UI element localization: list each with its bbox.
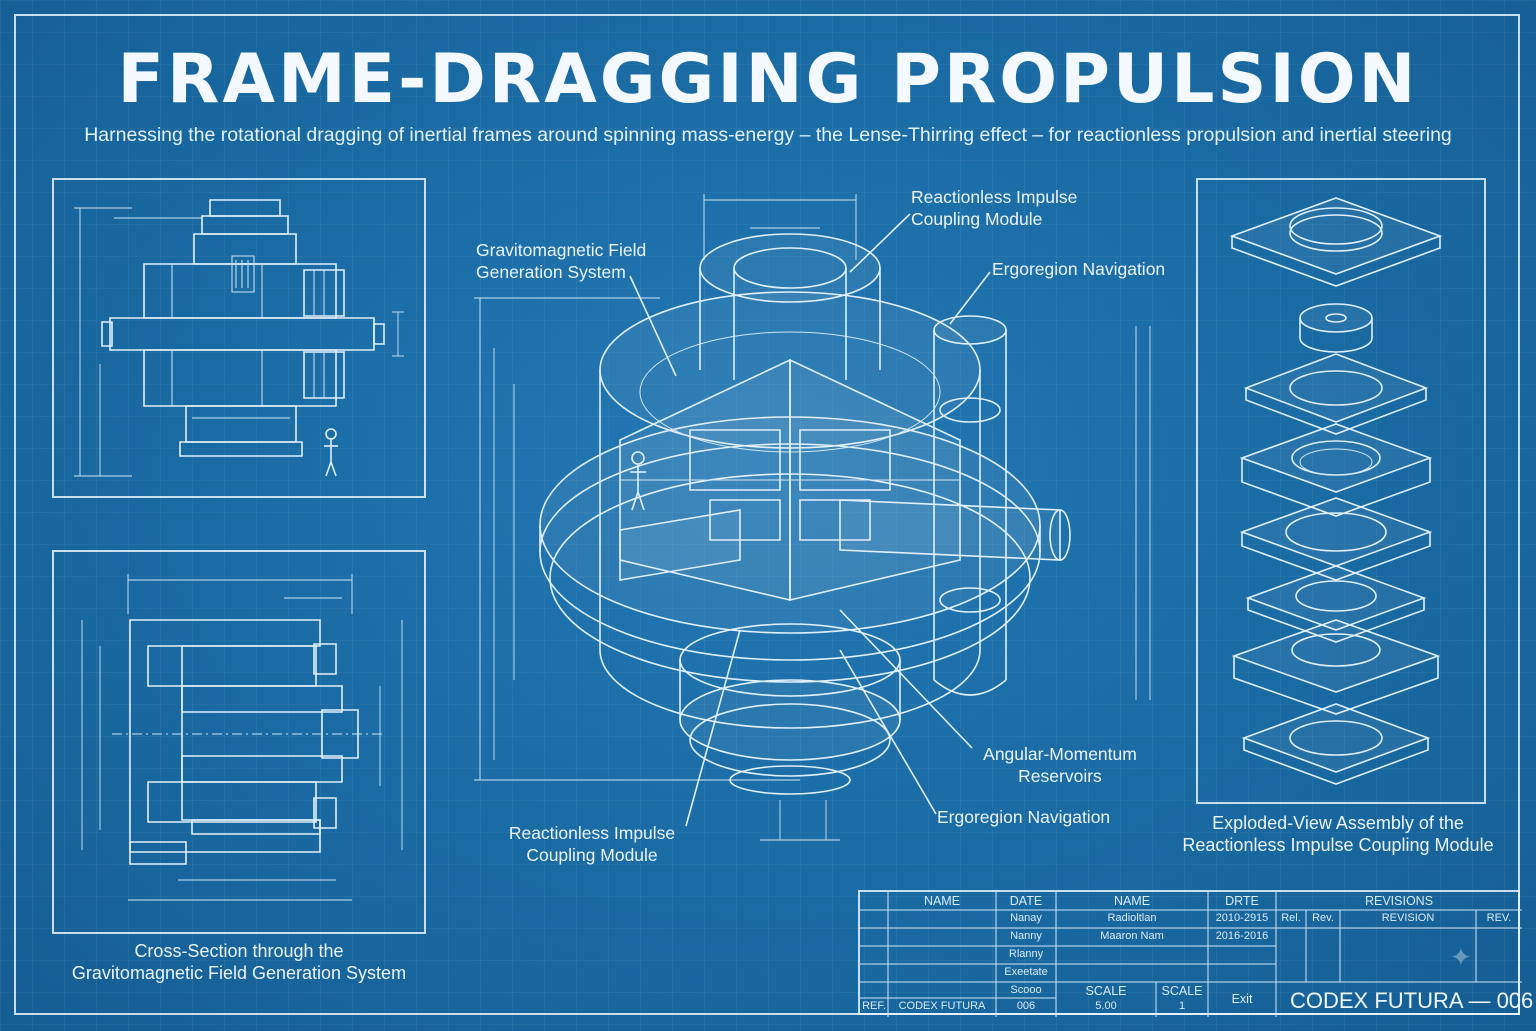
tb-name2-cell: Radioltlan	[1107, 912, 1157, 924]
tb-num-value: 006	[1016, 1000, 1036, 1012]
page-title: FRAME-DRAGGING PROPULSION	[117, 40, 1419, 119]
tb-date-cell: Exeetate	[1004, 966, 1048, 978]
tb-rev-header: REVISION	[1381, 912, 1435, 924]
side-elevation-panel	[52, 178, 426, 498]
tb-header-name-1: NAME	[923, 894, 961, 908]
tb-date2-cell: 2016-2016	[1215, 930, 1269, 942]
callout-reactionless-bottom: Reactionless Impulse Coupling Module	[506, 822, 678, 866]
callout-line: Angular-Momentum	[983, 744, 1137, 764]
callout-line: Generation System	[476, 262, 626, 282]
exploded-view-caption: Exploded-View Assembly of the Reactionle…	[1170, 812, 1506, 856]
tb-scale-value-1: 5.00	[1095, 1000, 1117, 1012]
drawing-id: CODEX FUTURA — 006	[1290, 988, 1534, 1013]
caption-line: Exploded-View Assembly of the	[1212, 813, 1464, 833]
title-block-grid	[860, 892, 1522, 1017]
tb-scale-value-2: 1	[1178, 1000, 1186, 1012]
tb-date-cell: Rlanny	[1008, 948, 1044, 960]
tb-date2-cell: 2010-2915	[1215, 912, 1269, 924]
cutaway-assembly-drawing	[460, 180, 1180, 880]
cross-section-drawing	[52, 550, 426, 934]
callout-reactionless-top: Reactionless Impulse Coupling Module	[911, 186, 1077, 230]
tb-rev-header: REV.	[1486, 912, 1512, 924]
cross-section-caption: Cross-Section through the Gravitomagneti…	[52, 940, 426, 984]
tb-date-cell: Scooo	[1010, 984, 1042, 996]
tb-date-cell: Nanny	[1010, 930, 1042, 942]
tb-header-date-2: DRTE	[1225, 894, 1259, 908]
callout-line: Reactionless Impulse	[508, 823, 676, 843]
cross-section-panel	[52, 550, 426, 934]
callout-line: Coupling Module	[526, 845, 658, 865]
title-block: NAME DATE NAME DRTE REVISIONS Rel. Rev. …	[858, 890, 1533, 1017]
callout-ergoregion-bottom: Ergoregion Navigation	[937, 806, 1110, 828]
tb-date-cell: Nanay	[1010, 912, 1042, 924]
tb-ref-label: REF.	[862, 1000, 886, 1012]
tb-rev-header: Rel.	[1281, 912, 1301, 924]
tb-header-date-1: DATE	[1009, 894, 1043, 908]
callout-gravitomagnetic: Gravitomagnetic Field Generation System	[476, 239, 646, 283]
callout-angular-momentum: Angular-Momentum Reservoirs	[978, 743, 1142, 787]
tb-name2-cell: Maaron Nam	[1100, 930, 1164, 942]
callout-line: Reservoirs	[1018, 766, 1102, 786]
tb-header-revisions: REVISIONS	[1364, 894, 1434, 908]
callout-ergoregion-top: Ergoregion Navigation	[992, 258, 1165, 280]
side-elevation-drawing	[52, 178, 426, 498]
tb-scale-label-1: SCALE	[1085, 984, 1127, 998]
callout-line: Ergoregion Navigation	[992, 259, 1166, 279]
page-subtitle: Harnessing the rotational dragging of in…	[84, 124, 1452, 146]
tb-scale-label-2: SCALE	[1161, 984, 1203, 998]
caption-line: Reactionless Impulse Coupling Module	[1182, 835, 1494, 855]
caption-line: Cross-Section through the	[134, 941, 344, 961]
tb-header-name-2: NAME	[1113, 894, 1151, 908]
tb-exit-label: Exit	[1231, 992, 1253, 1006]
callout-line: Coupling Module	[911, 209, 1043, 229]
tb-ref-value: CODEX FUTURA	[898, 1000, 986, 1012]
caption-line: Gravitomagnetic Field Generation System	[71, 963, 407, 983]
callout-line: Reactionless Impulse	[911, 187, 1078, 207]
callout-line: Ergoregion Navigation	[937, 807, 1111, 827]
sparkle-icon: ✦	[1450, 942, 1472, 972]
exploded-view-panel	[1196, 178, 1486, 804]
tb-rev-header: Rev.	[1312, 912, 1334, 924]
exploded-view-drawing	[1196, 178, 1486, 804]
sheet-border	[14, 14, 1520, 1015]
callout-line: Gravitomagnetic Field	[476, 240, 647, 260]
